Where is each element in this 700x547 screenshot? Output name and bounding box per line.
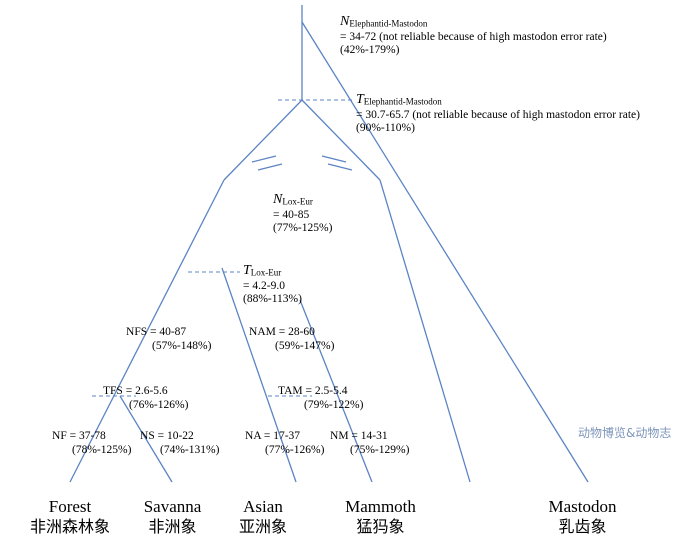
branch-lox-to-forest (69, 179, 225, 483)
range-T-elephantid-mastodon: (90%-110%) (356, 122, 415, 135)
symbol-T-am: T (278, 385, 285, 397)
line1-T-fs: TFS = 2.6-5.6 (103, 385, 188, 399)
branch-eur-to-mammoth (379, 179, 471, 483)
taxon-mammoth-cn: 猛犸象 (356, 517, 405, 537)
symbol-T-fs: T (103, 385, 111, 397)
annotation-T-AM: TAM = 2.5-5.4 (79%-122%) (278, 385, 363, 412)
line1-N-m: NM = 14-31 (330, 430, 409, 444)
range-N-fs: (57%-148%) (152, 339, 212, 352)
symbol-N-fs: N (126, 326, 135, 338)
value-N-fs: = 40-87 (149, 326, 187, 338)
line1-N-f: NF = 37-78 (52, 430, 131, 444)
annotation-N-A: NA = 17-37 (77%-126%) (245, 430, 324, 457)
annotation-N-AM: NAM = 28-60 (59%-147%) (249, 326, 334, 353)
range-T-lox-eur: (88%-113%) (243, 293, 302, 306)
annotation-T-FS: TFS = 2.6-5.6 (76%-126%) (103, 385, 188, 412)
value-T-elephantid-mastodon: = 30.7-65.7 (not reliable because of hig… (356, 108, 640, 121)
line1-N-fs: NFS = 40-87 (126, 326, 211, 340)
symbol-N-a: N (245, 430, 254, 442)
range-N-s: (74%-131%) (160, 443, 220, 456)
taxon-asian: Asian 亚洲象 (218, 496, 308, 537)
range-N-am: (59%-147%) (275, 339, 335, 352)
branch-fs-apex (119, 395, 173, 483)
branch-elephantid-to-eur (301, 99, 381, 181)
range-T-fs: (76%-126%) (129, 398, 189, 411)
value-N-am: = 28-60 (278, 326, 315, 338)
line1-N-am: NAM = 28-60 (249, 326, 334, 340)
branch-lox-apex-to-savanna (221, 267, 297, 483)
line1-N-s: NS = 10-22 (140, 430, 219, 444)
value-T-am: = 2.5-5.4 (305, 385, 348, 397)
break-mark-left-a (251, 155, 277, 163)
value-N-lox-eur: = 40-85 (273, 208, 310, 221)
symbol-N-elephantid-mastodon: N (340, 14, 350, 29)
taxon-mammoth-en: Mammoth (345, 497, 416, 516)
annotation-N-S: NS = 10-22 (74%-131%) (140, 430, 219, 457)
subscript-T-am: AM (284, 385, 303, 397)
subscript-N-am: AM (257, 326, 276, 338)
symbol-T-lox-eur: T (243, 263, 251, 278)
range-N-m: (75%-129%) (350, 443, 410, 456)
value-N-s: = 10-22 (157, 430, 194, 442)
taxon-forest-en: Forest (48, 497, 92, 516)
taxon-mastodon: Mastodon 乳齿象 (520, 496, 645, 537)
subscript-N-f: F (60, 430, 67, 442)
symbol-N-s: N (140, 430, 149, 442)
annotation-T-Lox-Eur: TLox-Eur = 4.2-9.0 (88%-113%) (243, 263, 302, 307)
branch-to-mastodon (301, 21, 589, 483)
taxon-savanna: Savanna 非洲象 (120, 496, 225, 537)
value-T-fs: = 2.6-5.6 (125, 385, 168, 397)
subscript-N-s: S (148, 430, 155, 442)
branch-am-apex-to-asian (299, 299, 373, 483)
taxon-mastodon-cn: 乳齿象 (558, 517, 607, 537)
line1-N-a: NA = 17-37 (245, 430, 324, 444)
symbol-N-am: N (249, 326, 258, 338)
subscript-N-elephantid-mastodon: Elephantid-Mastodon (349, 18, 428, 29)
value-N-elephantid-mastodon: = 34-72 (not reliable because of high ma… (340, 30, 607, 43)
symbol-N-m: N (330, 430, 339, 442)
break-mark-right-b (327, 163, 353, 171)
range-N-elephantid-mastodon: (42%-179%) (340, 44, 400, 57)
subscript-N-a: A (253, 430, 261, 442)
annotation-T-Elephantid-Mastodon: TElephantid-Mastodon = 30.7-65.7 (not re… (356, 92, 640, 136)
taxon-savanna-cn: 非洲象 (148, 517, 197, 537)
value-N-m: = 14-31 (351, 430, 388, 442)
symbol-T-elephantid-mastodon: T (356, 92, 364, 107)
branch-elephantid-to-lox (223, 99, 303, 181)
subscript-N-fs: FS (134, 326, 148, 338)
taxon-forest: Forest 非洲森林象 (0, 496, 140, 537)
taxon-asian-en: Asian (243, 497, 283, 516)
taxon-mastodon-en: Mastodon (548, 497, 617, 516)
watermark-text: 动物博览&动物志 (578, 426, 672, 440)
annotation-N-F: NF = 37-78 (78%-125%) (52, 430, 131, 457)
value-T-lox-eur: = 4.2-9.0 (243, 279, 285, 292)
taxon-savanna-en: Savanna (143, 497, 202, 516)
subscript-T-lox-eur: Lox-Eur (250, 267, 282, 278)
range-T-am: (79%-122%) (304, 398, 364, 411)
subscript-N-m: M (338, 430, 349, 442)
annotation-N-Lox-Eur: NLox-Eur = 40-85 (77%-125%) (273, 192, 332, 236)
taxon-mammoth: Mammoth 猛犸象 (318, 496, 443, 537)
taxon-forest-cn: 非洲森林象 (29, 517, 110, 537)
subscript-N-lox-eur: Lox-Eur (282, 196, 313, 207)
range-N-f: (78%-125%) (72, 443, 132, 456)
subscript-T-elephantid-mastodon: Elephantid-Mastodon (363, 96, 442, 107)
value-N-f: = 37-78 (69, 430, 106, 442)
line1-T-am: TAM = 2.5-5.4 (278, 385, 363, 399)
value-N-a: = 17-37 (263, 430, 301, 442)
subscript-T-fs: FS (110, 385, 123, 397)
break-mark-left-b (257, 163, 283, 171)
taxon-asian-cn: 亚洲象 (238, 517, 287, 537)
annotation-N-M: NM = 14-31 (75%-129%) (330, 430, 409, 457)
range-N-a: (77%-126%) (265, 443, 325, 456)
symbol-N-lox-eur: N (273, 192, 283, 207)
annotation-N-Elephantid-Mastodon: NElephantid-Mastodon = 34-72 (not reliab… (340, 14, 607, 58)
range-N-lox-eur: (77%-125%) (273, 222, 333, 235)
symbol-N-f: N (52, 430, 61, 442)
break-mark-right-a (321, 155, 347, 163)
annotation-N-FS: NFS = 40-87 (57%-148%) (126, 326, 211, 353)
